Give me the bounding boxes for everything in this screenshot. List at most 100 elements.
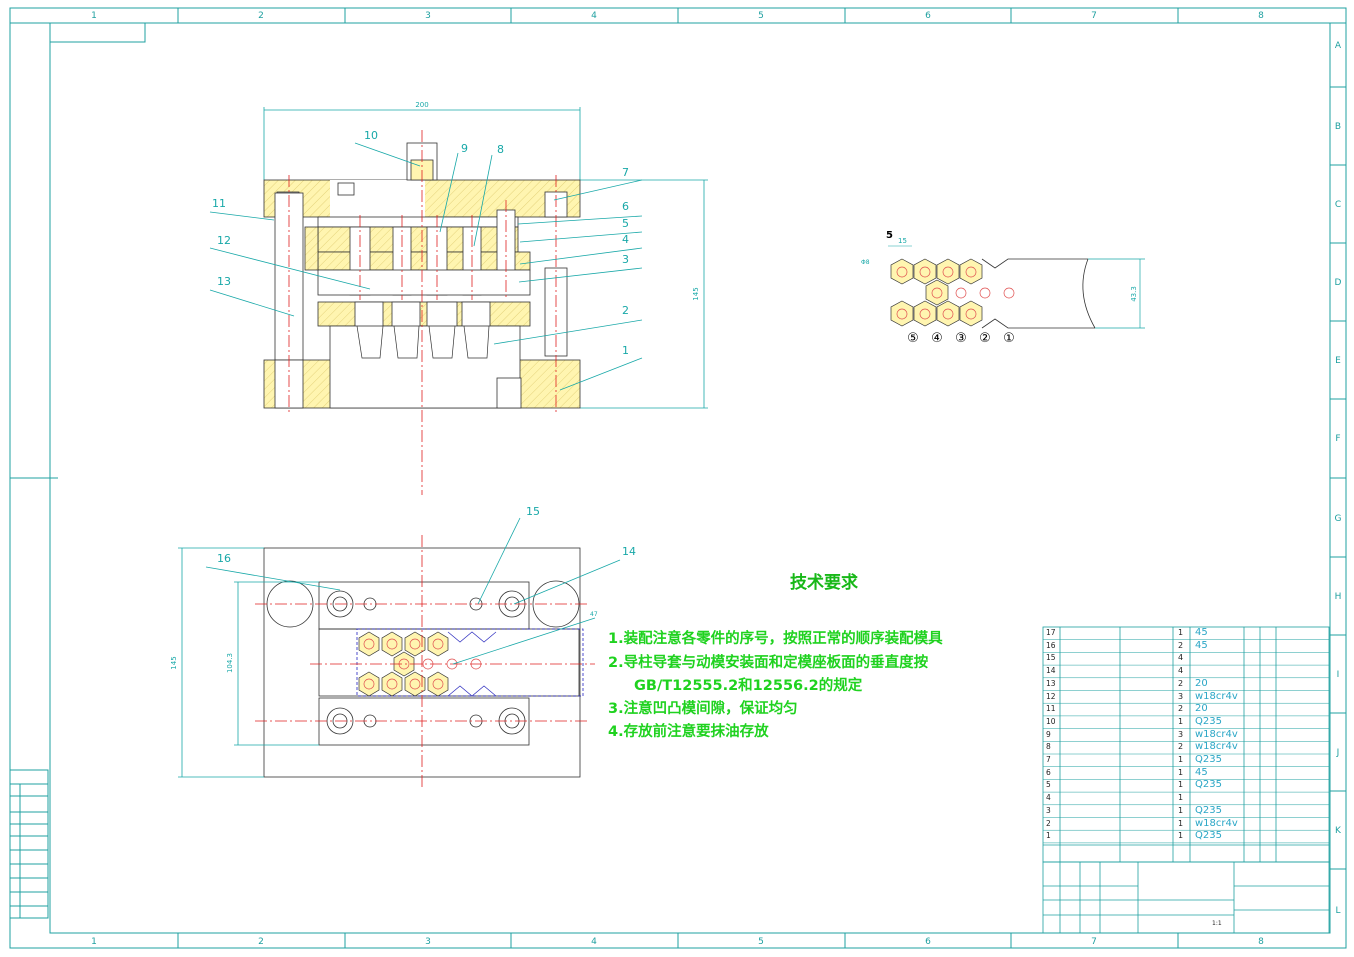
row-label: B bbox=[1335, 122, 1341, 132]
row-label: A bbox=[1335, 41, 1342, 51]
bom-qty: 1 bbox=[1178, 805, 1184, 815]
bom-qty: 2 bbox=[1178, 640, 1184, 650]
bom-row: 14 4 bbox=[1043, 665, 1329, 678]
bom-no: 7 bbox=[1046, 755, 1051, 764]
bom-qty: 2 bbox=[1178, 704, 1184, 714]
bom-qty: 1 bbox=[1178, 793, 1184, 803]
col-label: 2 bbox=[258, 11, 264, 21]
bom-no: 2 bbox=[1046, 818, 1051, 828]
row-label: K bbox=[1335, 826, 1342, 836]
callout-15: 15 bbox=[526, 505, 540, 518]
bom-row-lines bbox=[1043, 639, 1329, 844]
title-block bbox=[1042, 861, 1330, 934]
row-label: D bbox=[1335, 278, 1342, 288]
dim-height-label: 145 bbox=[692, 287, 700, 300]
bom-no: 3 bbox=[1046, 805, 1051, 815]
station-label: ③ bbox=[955, 331, 967, 346]
top-plan-view: 145 104.3 47 16 15 14 bbox=[170, 505, 636, 790]
station-label: ② bbox=[979, 331, 991, 346]
bom-material: Q235 bbox=[1195, 754, 1222, 765]
bom-material: w18cr4v bbox=[1195, 690, 1238, 702]
col-label: 3 bbox=[425, 11, 431, 21]
bom-no: 16 bbox=[1046, 640, 1056, 650]
tech-requirement-2b: GB/T12555.2和12556.2的规定 bbox=[634, 678, 863, 694]
station-label: ① bbox=[1003, 331, 1015, 346]
bom-material: 20 bbox=[1195, 677, 1208, 689]
callout-8: 8 bbox=[497, 143, 504, 156]
row-label: J bbox=[1336, 748, 1340, 758]
top-column-strip bbox=[10, 8, 1346, 24]
callout-1: 1 bbox=[622, 344, 629, 357]
scale-value: 1:1 bbox=[1212, 920, 1222, 927]
callout-5: 5 bbox=[622, 217, 629, 230]
bom-material: w18cr4v bbox=[1195, 817, 1238, 829]
col-label: 3 bbox=[425, 937, 431, 947]
callout-16: 16 bbox=[217, 552, 231, 565]
row-label: L bbox=[1335, 906, 1340, 916]
dim-width-200 bbox=[263, 107, 581, 180]
strip-layout: 5 15 Φ8 bbox=[861, 230, 1145, 346]
bom-no: 12 bbox=[1046, 691, 1056, 701]
left-approval-strip bbox=[9, 769, 49, 919]
bom-qty: 3 bbox=[1178, 729, 1184, 739]
bom-no: 5 bbox=[1046, 780, 1051, 790]
callout-13: 13 bbox=[217, 275, 231, 288]
tech-requirement-4: 4.存放前注意要抹油存放 bbox=[608, 724, 769, 740]
callout-6: 6 bbox=[622, 200, 629, 213]
callout-12: 12 bbox=[217, 234, 231, 247]
bom-material: 20 bbox=[1195, 703, 1208, 715]
bom-qty: 2 bbox=[1178, 742, 1184, 752]
bom-qty: 1 bbox=[1178, 716, 1184, 726]
row-label: C bbox=[1335, 200, 1341, 210]
callout-3: 3 bbox=[622, 253, 629, 266]
row-label: E bbox=[1335, 356, 1341, 366]
bom-material: Q235 bbox=[1195, 715, 1222, 727]
bom-material: Q235 bbox=[1195, 779, 1222, 791]
right-row-strip bbox=[1330, 86, 1346, 870]
strip-hex-label: Φ8 bbox=[861, 259, 870, 266]
row-label: I bbox=[1337, 670, 1340, 680]
bom-qty: 4 bbox=[1178, 653, 1184, 663]
bom-qty: 4 bbox=[1178, 666, 1184, 676]
strip-step-label: 5 bbox=[886, 230, 893, 241]
bom-no: 17 bbox=[1046, 628, 1056, 637]
bom-qty: 1 bbox=[1178, 831, 1184, 841]
col-label: 7 bbox=[1091, 937, 1097, 947]
bottom-column-labels: 1 2 3 4 5 6 7 8 bbox=[91, 937, 1264, 947]
callout-11: 11 bbox=[212, 197, 226, 210]
col-label: 1 bbox=[91, 937, 97, 947]
station-label: ④ bbox=[931, 331, 943, 346]
col-label: 5 bbox=[758, 937, 764, 947]
bom-no: 10 bbox=[1046, 716, 1056, 726]
row-label: G bbox=[1335, 514, 1342, 524]
callout-14: 14 bbox=[622, 545, 636, 558]
bom-no: 14 bbox=[1046, 666, 1056, 676]
dim-width-label: 200 bbox=[415, 101, 428, 109]
bom-qty: 3 bbox=[1178, 691, 1184, 701]
top-column-labels: 1 2 3 4 5 6 7 8 bbox=[91, 11, 1264, 21]
tech-requirements-title: 技术要求 bbox=[790, 573, 858, 593]
bom-no: 11 bbox=[1046, 704, 1056, 714]
callout-2: 2 bbox=[622, 304, 629, 317]
bom-qty: 2 bbox=[1178, 678, 1184, 688]
callout-7: 7 bbox=[622, 166, 629, 179]
bom-qty: 1 bbox=[1178, 628, 1184, 637]
callout-10: 10 bbox=[364, 129, 378, 142]
bom-material: 45 bbox=[1195, 766, 1208, 778]
bom-material: Q235 bbox=[1195, 804, 1222, 816]
bom-row: 12 3 w18cr4v bbox=[1043, 691, 1329, 704]
strip-pitch-label: 15 bbox=[898, 237, 907, 245]
bom-row: 11 2 20 bbox=[1043, 703, 1329, 716]
dim-104-top: 104.3 bbox=[226, 653, 234, 673]
col-label: 2 bbox=[258, 937, 264, 947]
